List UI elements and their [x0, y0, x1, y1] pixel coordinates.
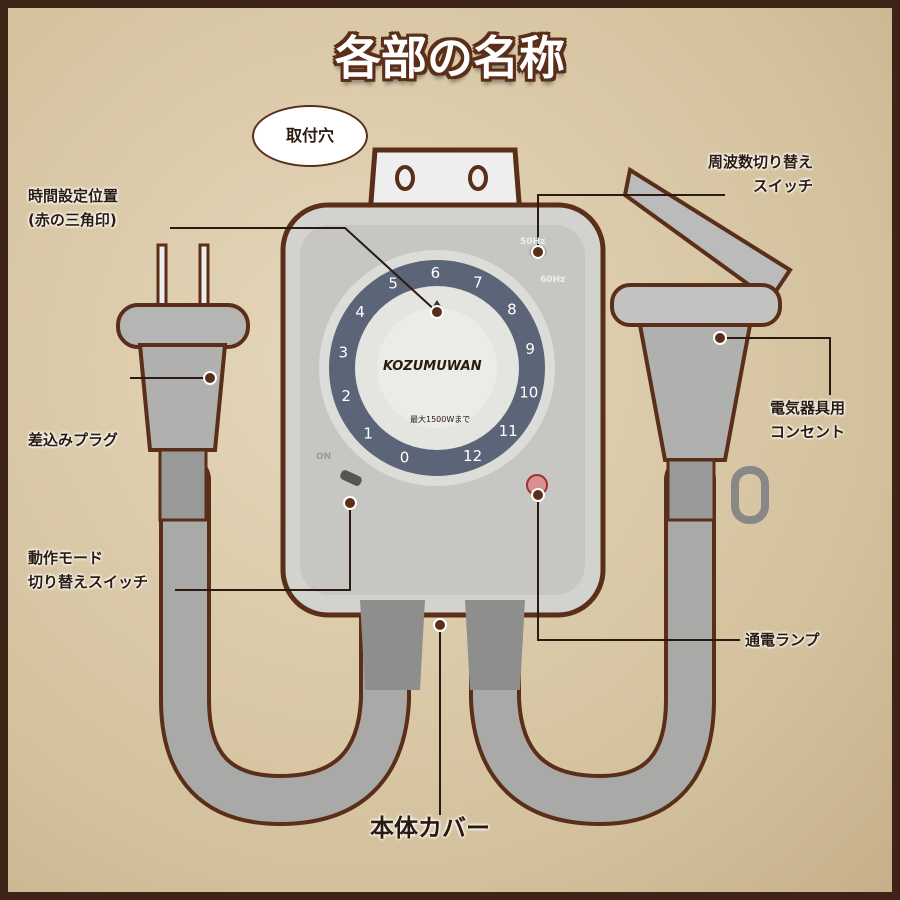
plug-cable: [163, 458, 407, 823]
dial-number: 8: [507, 301, 517, 319]
dial-number: 4: [355, 303, 365, 321]
max-load-text: 最大1500Wまで: [410, 415, 471, 424]
plug-label: 差込みプラグ: [28, 431, 119, 449]
dial-number: 3: [339, 343, 349, 361]
label-line: (赤の三角印): [28, 211, 117, 229]
mode-switch: [340, 470, 362, 486]
mount-hole-left: [395, 165, 415, 191]
outlet: [610, 166, 793, 524]
power-lamp-label: 通電ランプ: [745, 631, 820, 649]
label-line: スイッチ: [753, 177, 814, 195]
body-cover-label: 本体カバー: [370, 814, 490, 842]
label-line: 周波数切り替え: [708, 153, 814, 171]
label-line: 電気器具用: [770, 399, 846, 417]
dial-number: 9: [525, 340, 535, 358]
plug: [116, 243, 250, 522]
dial-number: 10: [519, 384, 538, 402]
timer-body: [280, 147, 606, 690]
label-line: 切り替えスイッチ: [28, 573, 149, 591]
time-setting-label: 時間設定位置 (赤の三角印): [28, 186, 118, 230]
dial-number: 0: [400, 448, 410, 466]
mode-switch-label: 動作モード 切り替えスイッチ: [28, 548, 148, 592]
label-line: 動作モード: [28, 549, 104, 567]
frequency-switch-label: 周波数切り替え スイッチ: [708, 152, 813, 196]
dial-number: 6: [431, 264, 441, 282]
dial-number: 12: [463, 447, 482, 465]
outlet-cable: [473, 458, 712, 823]
brand-logo: KOZUMUWAN: [383, 359, 482, 374]
dial-number: 5: [388, 275, 398, 293]
page-title: 各部の名称: [335, 31, 565, 85]
mount-hole-bubble: 取付穴: [252, 105, 368, 167]
dial-number: 11: [499, 422, 518, 440]
dial-number: 2: [341, 387, 351, 405]
mount-hole-right: [468, 165, 488, 191]
mode-on-text: ON: [316, 452, 332, 462]
outlet-label: 電気器具用 コンセント: [770, 398, 845, 442]
dial-number: 7: [473, 273, 483, 291]
freq-50-text: 50Hz: [520, 237, 546, 247]
dial-number: 1: [363, 424, 373, 442]
label-line: 時間設定位置: [28, 187, 119, 205]
label-line: コンセント: [770, 423, 846, 441]
freq-60-text: 60Hz: [540, 275, 566, 285]
